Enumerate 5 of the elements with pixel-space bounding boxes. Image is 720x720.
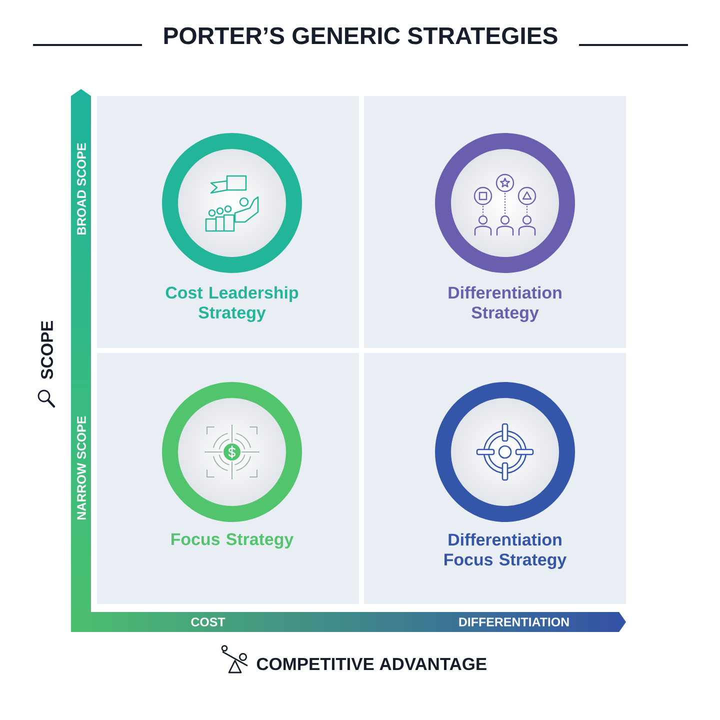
- axis-label: DIFFERENTIATION: [459, 618, 569, 626]
- axis-title: COMPETITIVE ADVANTAGE: [256, 658, 486, 670]
- axis-title: SCOPE: [41, 321, 53, 380]
- title: PORTER’S GENERIC STRATEGIES: [164, 27, 558, 44]
- axis-label: COST: [191, 618, 226, 626]
